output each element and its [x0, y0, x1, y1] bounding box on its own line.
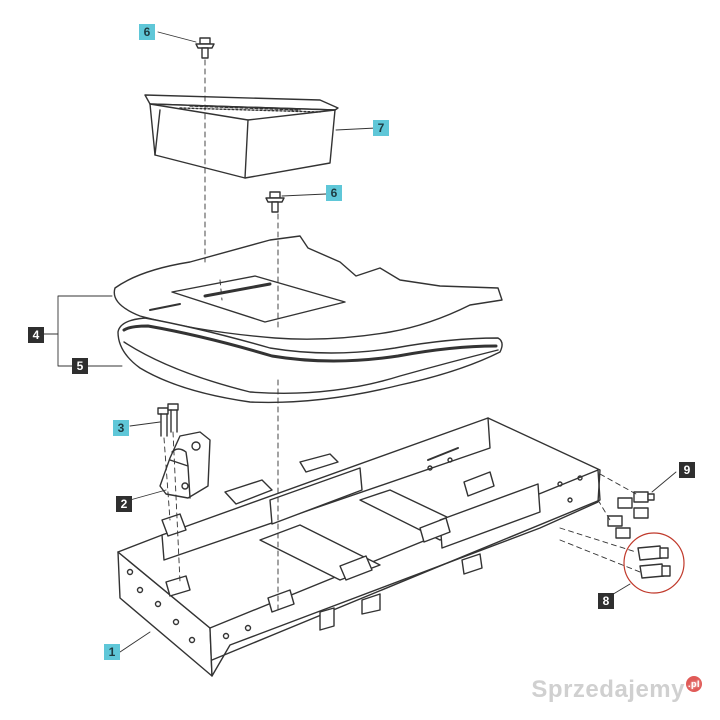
callout-3: 3	[113, 420, 129, 436]
callout-7: 7	[373, 120, 389, 136]
callout-9: 9	[679, 462, 695, 478]
bracket-part-2	[159, 431, 211, 499]
watermark-logo: Sprzedajemy.pl	[531, 676, 702, 704]
bolts-part-8	[637, 545, 671, 579]
bolts-part-3	[157, 403, 179, 437]
callout-1: 1	[104, 644, 120, 660]
bolts-part-9	[607, 491, 655, 539]
assembly-guide-lines	[163, 59, 641, 611]
callout-4: 4	[28, 327, 44, 343]
seat-cushion-part-5	[117, 317, 503, 404]
bolt-part-6-middle	[265, 191, 285, 213]
highlight-circle	[623, 532, 685, 594]
watermark-badge: .pl	[686, 676, 702, 692]
callout-8: 8	[598, 593, 614, 609]
callout-2: 2	[116, 496, 132, 512]
callout-6-top: 6	[139, 24, 155, 40]
storage-tray-part-7	[144, 94, 339, 179]
leader-lines	[43, 31, 677, 653]
callout-5: 5	[72, 358, 88, 374]
frame-part-1	[117, 417, 601, 677]
bolt-part-6-top	[195, 37, 215, 59]
callout-6-middle: 6	[326, 185, 342, 201]
watermark-text: Sprzedajemy	[531, 676, 685, 703]
